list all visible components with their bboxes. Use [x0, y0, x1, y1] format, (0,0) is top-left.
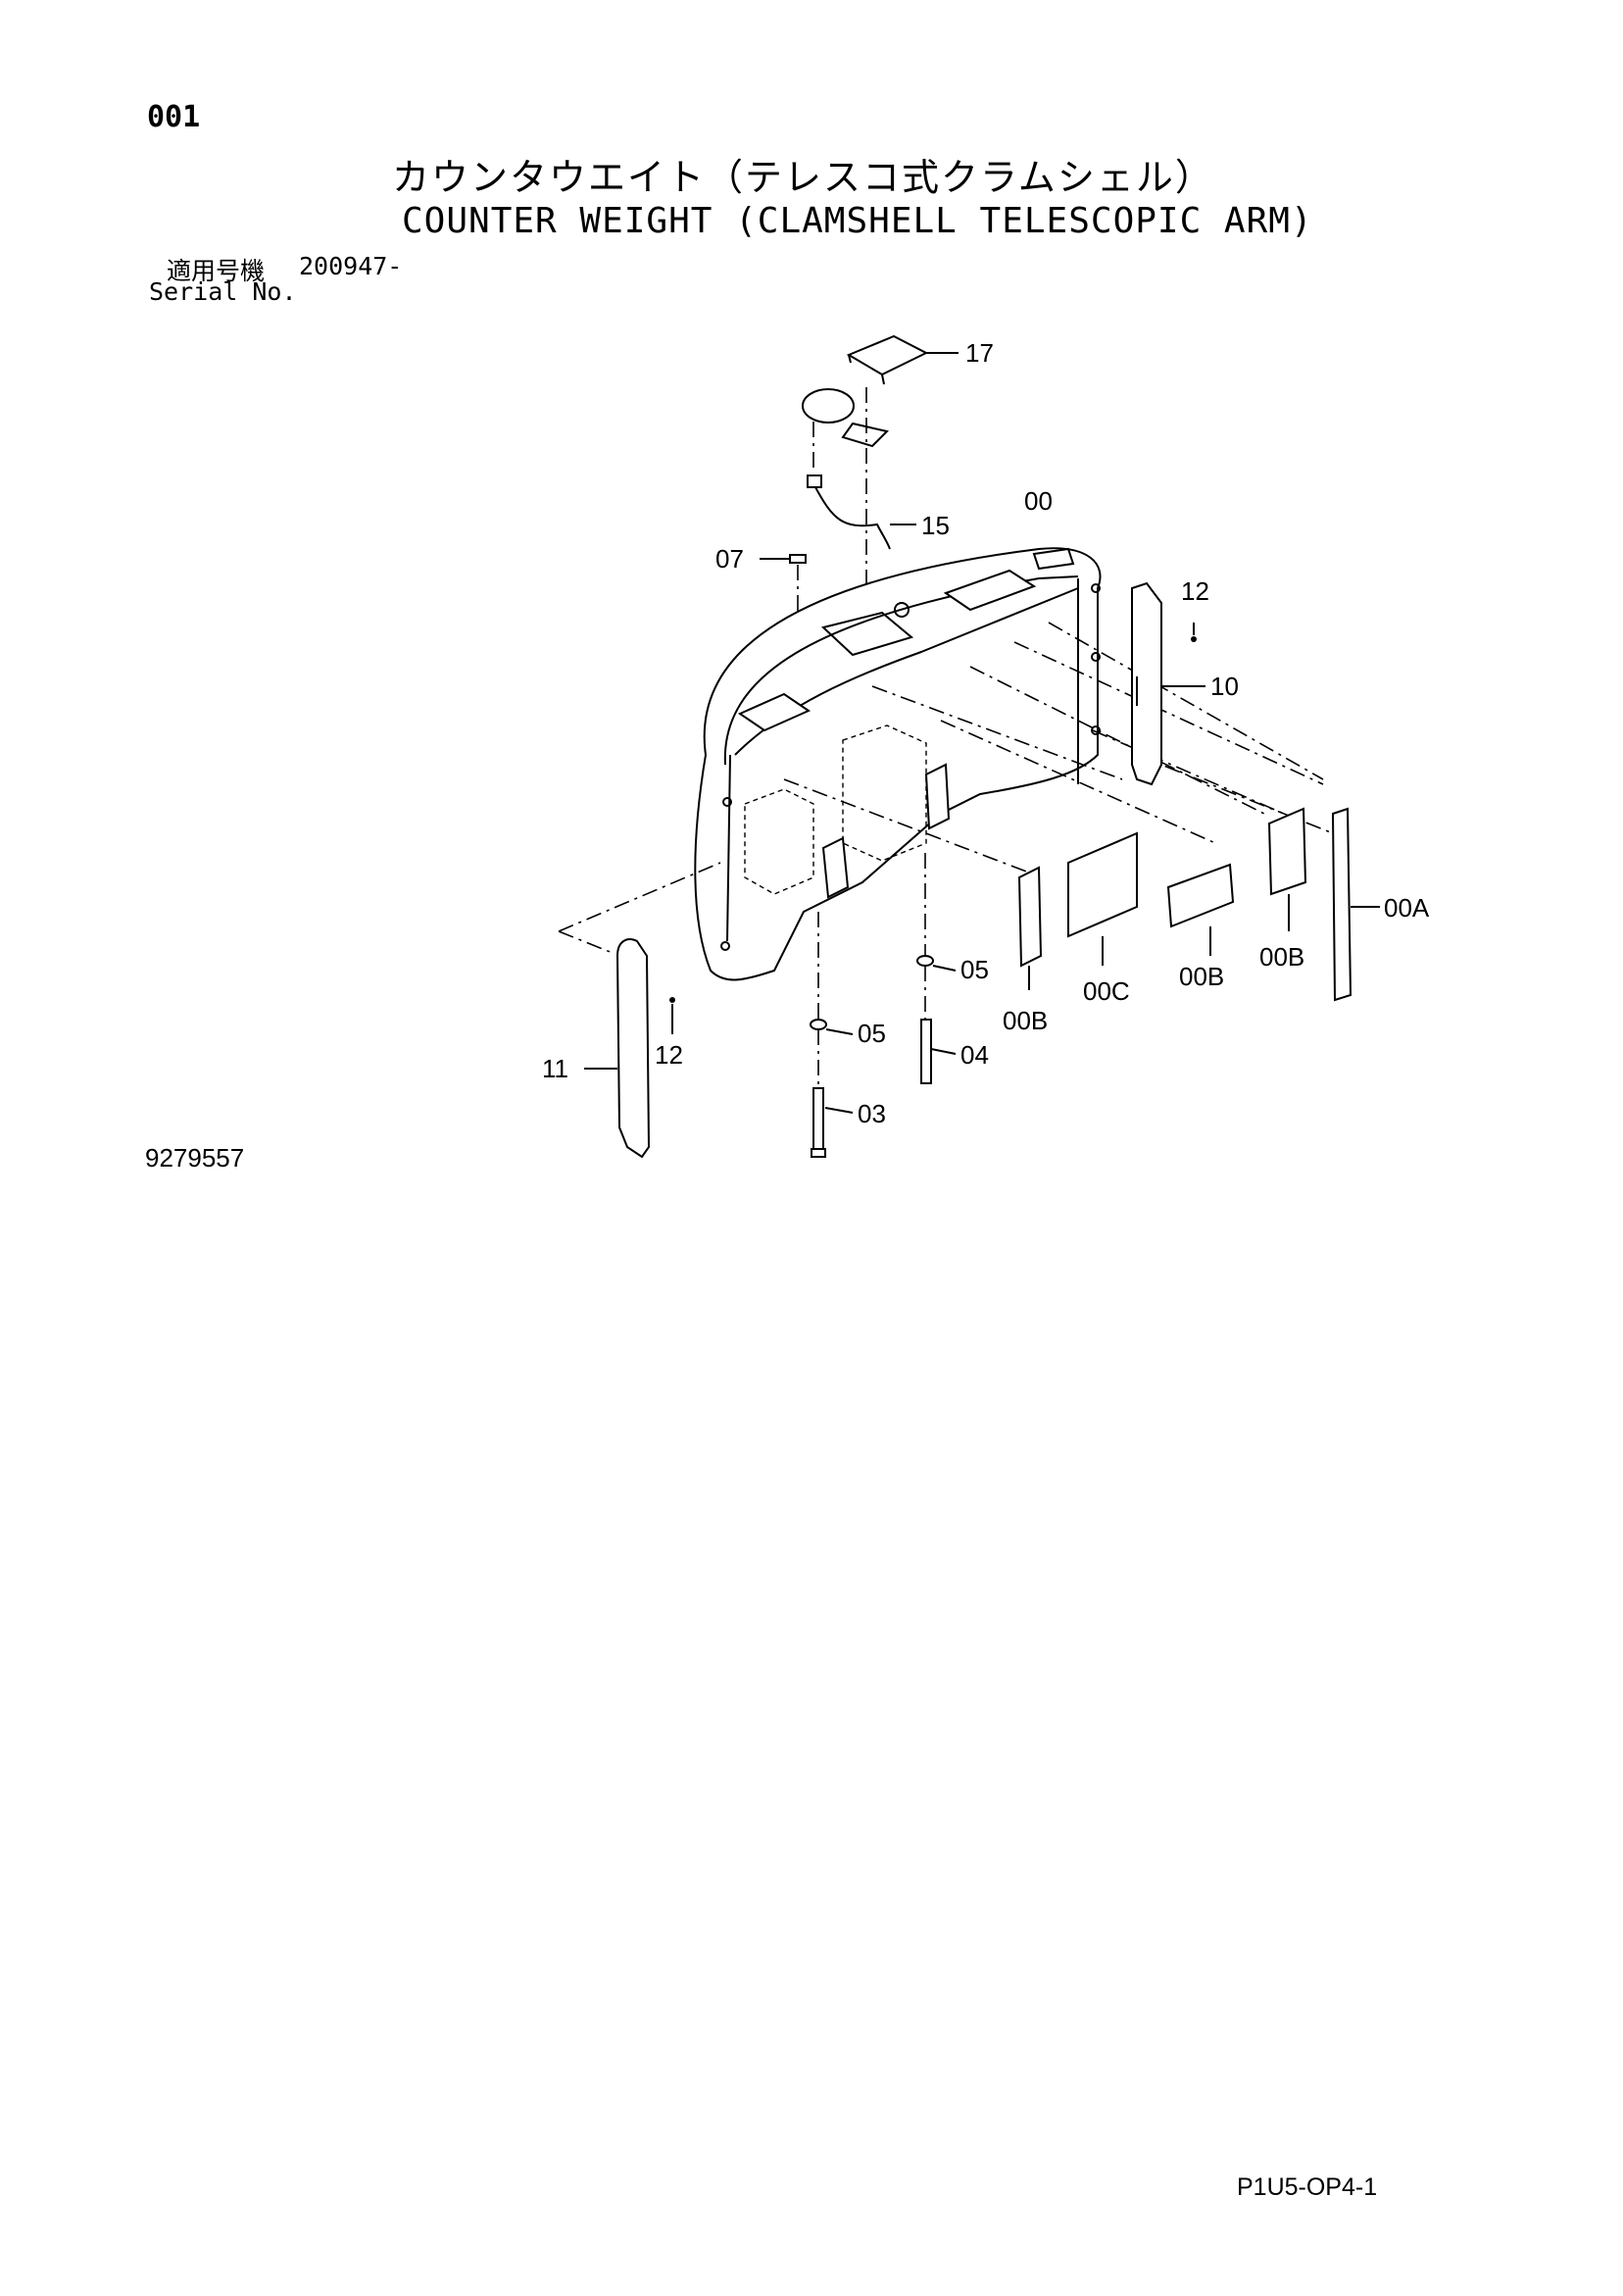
part-15-harness [807, 474, 916, 550]
hidden-weight-blocks [744, 724, 927, 895]
part-00-counterweight-body [694, 547, 1102, 981]
label-00A: 00A [1384, 893, 1430, 923]
figure-number: 9279557 [145, 1143, 245, 1173]
label-12-left: 12 [655, 1040, 683, 1070]
title-english: COUNTER WEIGHT (CLAMSHELL TELESCOPIC ARM… [402, 201, 1313, 241]
part-10-side-cover-right [1131, 581, 1205, 786]
page-number: 001 [147, 100, 201, 134]
label-00B-middle: 00B [1179, 962, 1224, 991]
title-japanese: カウンタウエイト（テレスコ式クラムシェル） [392, 156, 1214, 199]
label-10: 10 [1210, 672, 1239, 701]
part-17-cover-plate [846, 334, 959, 385]
label-05-lower: 05 [858, 1019, 886, 1048]
label-12-right: 12 [1181, 576, 1209, 606]
label-17: 17 [965, 338, 994, 368]
assembly-lines [558, 622, 1334, 954]
serial-value: 200947- [299, 252, 403, 280]
label-11: 11 [542, 1054, 568, 1083]
bolts-and-washers [810, 853, 957, 1158]
mounting-blocks [821, 763, 951, 899]
lamp-assembly [802, 388, 889, 471]
part-11-side-cover-left [584, 938, 675, 1159]
label-00B-right: 00B [1259, 942, 1304, 972]
page-code: P1U5-OP4-1 [1237, 2173, 1378, 2201]
label-15: 15 [921, 511, 950, 540]
label-00: 00 [1024, 486, 1053, 516]
label-05-upper: 05 [960, 955, 989, 984]
label-07: 07 [715, 544, 744, 574]
weight-plates [1017, 807, 1380, 1002]
serial-label-japanese: 適用号機 [167, 257, 266, 285]
serial-label-english: Serial No. [149, 277, 297, 306]
label-00B-left: 00B [1003, 1006, 1048, 1035]
label-03: 03 [858, 1099, 886, 1128]
label-04: 04 [960, 1040, 989, 1070]
label-00C: 00C [1083, 976, 1130, 1006]
